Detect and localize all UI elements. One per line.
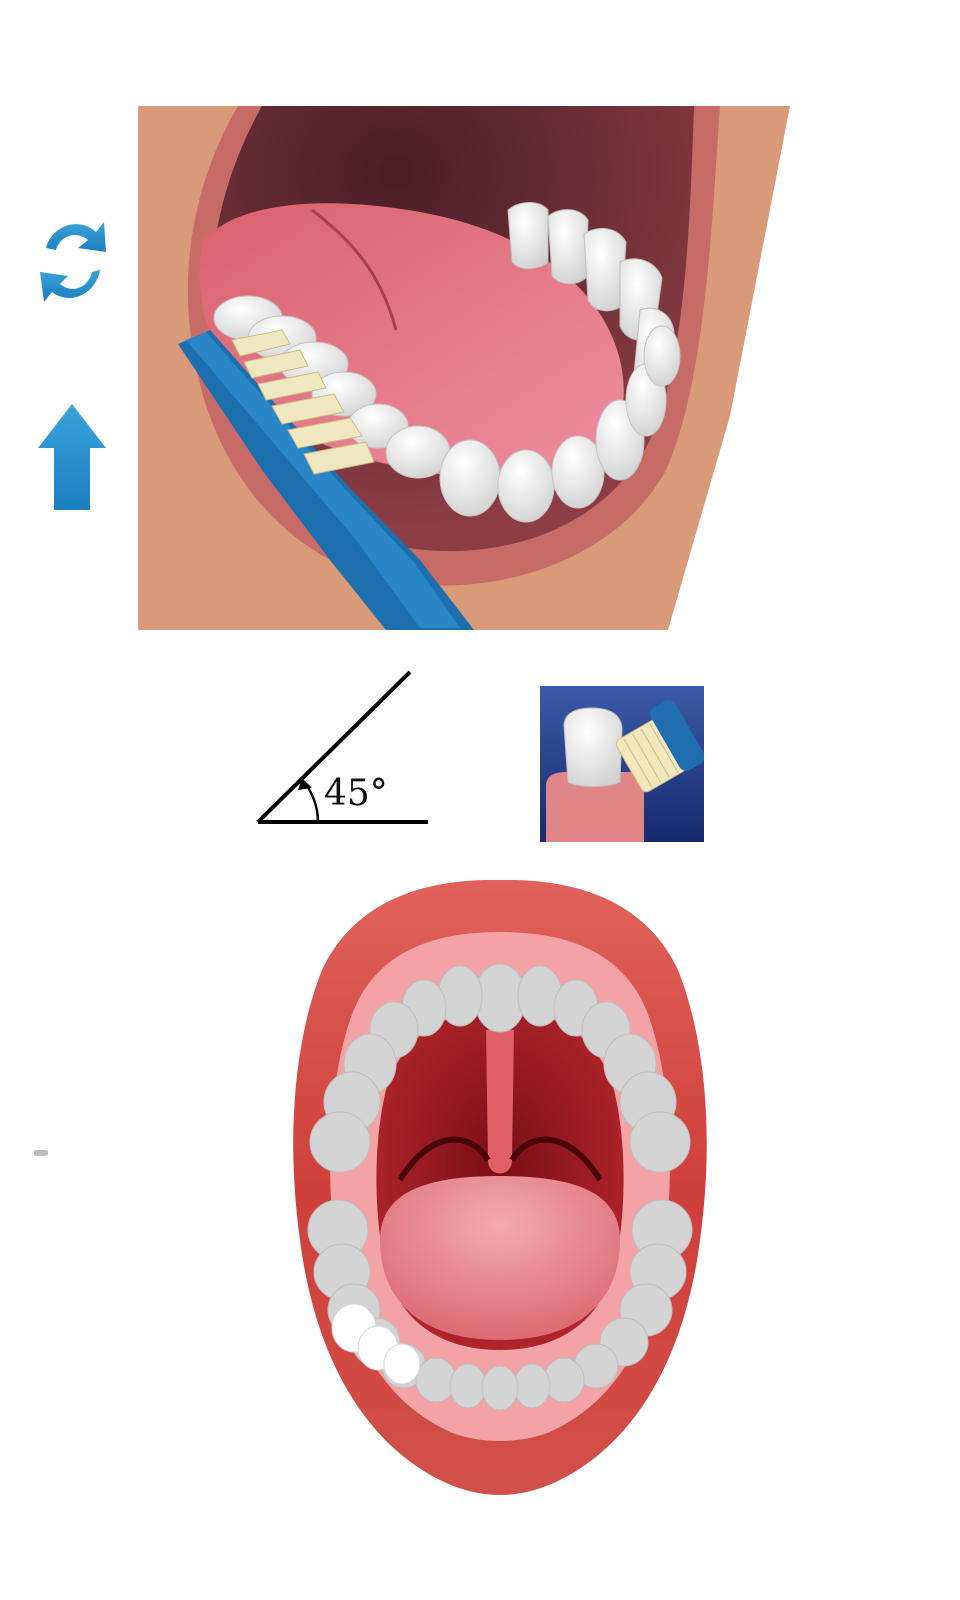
uvula [486,1030,514,1174]
up-arrow-icon [38,404,106,510]
circular-motion-icon [40,222,106,302]
arrowhead-icon [298,778,312,790]
angle-diagram: 45° [256,670,428,824]
angle-label: 45° [324,773,388,814]
toothbrush [178,329,474,630]
angle-ray [256,670,412,824]
open-mouth-front-view [293,880,707,1495]
tongue [380,1176,620,1340]
upper-teeth [309,963,691,1173]
tooth-brush-closeup-icon [540,686,704,842]
brushing-illustration [38,106,790,630]
stray-mark [34,1150,48,1156]
highlighted-teeth [331,1303,421,1385]
